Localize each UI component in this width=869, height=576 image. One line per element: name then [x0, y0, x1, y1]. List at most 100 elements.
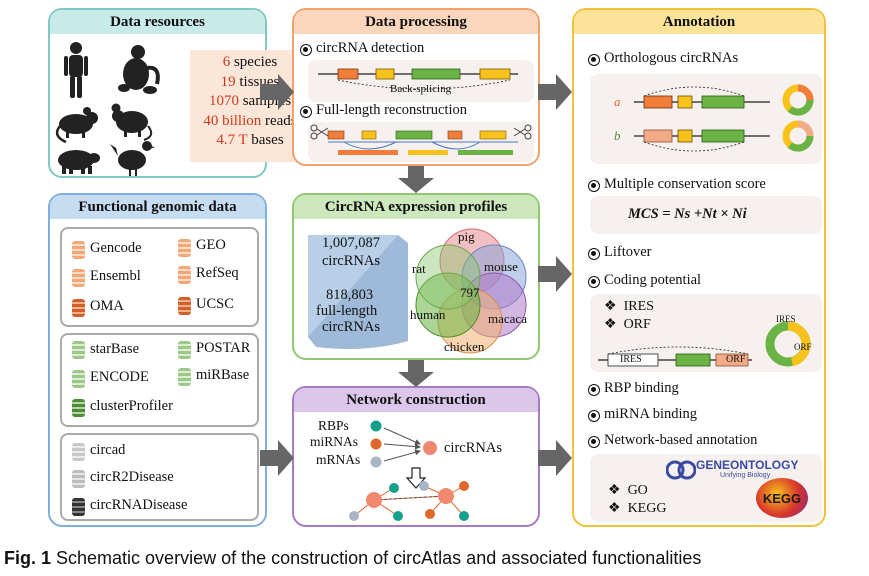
- bullet-icon: [588, 54, 600, 66]
- db-encode: ENCODE: [90, 369, 149, 385]
- data-processing-panel: Data processing circRNA detection Back-s…: [292, 8, 540, 166]
- network-node: [366, 492, 382, 508]
- human-icon: [64, 42, 88, 98]
- database-icon: [178, 239, 191, 257]
- network-node: [419, 481, 429, 491]
- circrna-node: [423, 441, 437, 455]
- annotation-title: Annotation: [574, 10, 824, 34]
- db-clusterprofiler: clusterProfiler: [90, 398, 173, 414]
- geneontology-logo-sub: Unifying Biology: [720, 472, 771, 479]
- stat-bases: 4.7 T bases: [216, 132, 284, 148]
- network-graph: [349, 420, 469, 521]
- go-item: ❖ GO: [608, 483, 648, 498]
- expression-profiles-panel: CircRNA expression profiles 1,007,087 ci…: [292, 193, 540, 360]
- dataset-stats: 6 species 19 tissues 1070 samples 40 bil…: [190, 50, 310, 162]
- arrow-right-icon: [538, 74, 572, 110]
- expression-profiles-title: CircRNA expression profiles: [294, 195, 538, 219]
- ring-orf-label: ORF: [794, 342, 812, 352]
- db-ucsc: UCSC: [196, 296, 234, 312]
- kegg-logo-icon: KEGG: [756, 478, 808, 518]
- ires-box-label: IRES: [620, 354, 642, 365]
- arrow-down-icon: [398, 360, 434, 387]
- geneontology-logo-text: GENEONTOLOGY: [696, 458, 799, 472]
- venn-macaca: macaca: [488, 311, 527, 326]
- scissors-icon: [310, 124, 329, 140]
- venn-diagram: [415, 228, 527, 354]
- figure-caption: Fig. 1 Schematic overview of the constru…: [4, 548, 702, 568]
- db-geo: GEO: [196, 237, 226, 253]
- db-circad: circad: [90, 442, 126, 458]
- rbps-label: RBPs: [318, 418, 349, 433]
- data-processing-title: Data processing: [294, 10, 538, 34]
- db-mirbase: miRBase: [196, 367, 250, 383]
- network-annotation-label: Network-based annotation: [604, 432, 758, 448]
- arrow-right-icon: [260, 440, 294, 476]
- db-circrnadisease: circRNADisease: [90, 497, 188, 513]
- stat-reads: 40 billion reads: [203, 112, 297, 129]
- bullet-icon: [588, 180, 600, 192]
- database-icon: [178, 297, 191, 315]
- db-oma: OMA: [90, 298, 124, 314]
- bullet-icon: [300, 106, 312, 118]
- database-icon: [178, 368, 191, 386]
- mrna-node: [370, 456, 382, 468]
- ring-ires-label: IRES: [776, 314, 796, 324]
- bullet-icon: [588, 248, 600, 260]
- geneontology-logo-icon: [666, 460, 696, 480]
- ortholog-diagram: [634, 84, 814, 152]
- database-icon: [72, 443, 85, 461]
- full-length-label-2: circRNAs: [322, 319, 380, 335]
- organism-icons: [55, 42, 160, 176]
- reconstruction-diagram: [310, 124, 532, 155]
- bullet-icon: [588, 384, 600, 396]
- ring-b-icon: [782, 120, 814, 152]
- database-icon: [72, 470, 85, 488]
- venn-center-count: 797: [460, 285, 480, 300]
- reference-db-group: Gencode GEO Ensembl RefSeq OMA UCSC: [60, 227, 259, 327]
- db-refseq: RefSeq: [196, 265, 239, 281]
- binding-db-group: starBase POSTAR ENCODE miRBase clusterPr…: [60, 333, 259, 427]
- functional-genomic-title: Functional genomic data: [50, 195, 265, 219]
- ortholog-a-label: a: [614, 94, 621, 109]
- venn-chicken: chicken: [444, 339, 485, 354]
- scissors-icon: [513, 124, 532, 140]
- arrow-down-icon: [398, 166, 434, 193]
- network-node: [393, 511, 403, 521]
- arrow-right-icon: [538, 256, 572, 292]
- full-length-count: 818,803: [326, 287, 374, 303]
- database-icon: [72, 269, 85, 287]
- db-circr2disease: circR2Disease: [90, 469, 174, 485]
- ortholog-b-label: b: [614, 128, 621, 143]
- database-icon: [178, 341, 191, 359]
- venn-mouse: mouse: [484, 259, 518, 274]
- venn-human: human: [410, 307, 446, 322]
- bullet-icon: [588, 436, 600, 448]
- db-gencode: Gencode: [90, 240, 142, 256]
- data-resources-title: Data resources: [50, 10, 265, 34]
- venn-pig: pig: [458, 229, 475, 244]
- bullet-icon: [588, 276, 600, 288]
- arrow-right-icon: [538, 440, 572, 476]
- db-starbase: starBase: [90, 341, 140, 357]
- full-length-reconstruction-label: Full-length reconstruction: [316, 102, 468, 118]
- mcs-formula-bg: [590, 196, 822, 234]
- annotation-panel: Annotation Orthologous circRNAs a b Mult…: [572, 8, 826, 527]
- mcs-formula: MCS = Ns +Nt × Ni: [628, 206, 747, 222]
- db-ensembl: Ensembl: [90, 268, 141, 284]
- coding-potential-label: Coding potential: [604, 272, 702, 288]
- network-panel: Network construction RBPs miRNAs mRNAs c…: [292, 386, 540, 527]
- orf-box-label: ORF: [726, 354, 746, 365]
- database-icon: [72, 370, 85, 388]
- back-splicing-label: Back-splicing: [390, 83, 452, 95]
- database-icon: [178, 266, 191, 284]
- ortholog-diagram-bg: [590, 74, 822, 164]
- circrna-count-label: circRNAs: [322, 253, 380, 269]
- coding-ring-icon: [765, 321, 811, 367]
- database-icon: [72, 399, 85, 417]
- venn-rat: rat: [412, 261, 426, 276]
- network-node: [438, 488, 454, 504]
- bullet-icon: [300, 44, 312, 56]
- circrnas-label: circRNAs: [444, 440, 502, 456]
- mouse-icon: [111, 103, 153, 141]
- full-length-label: full-length: [316, 303, 378, 319]
